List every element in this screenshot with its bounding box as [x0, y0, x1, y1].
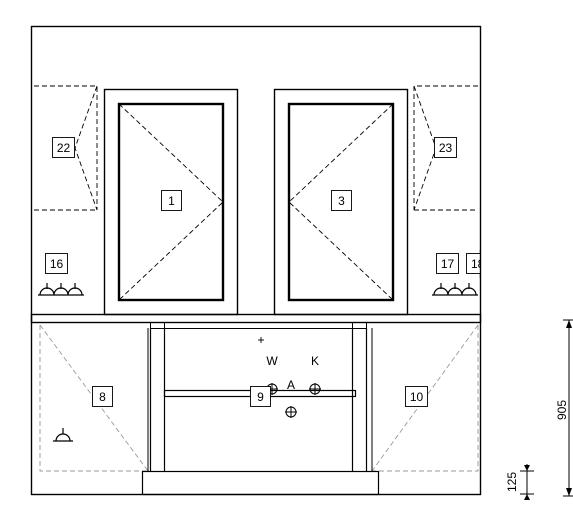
wall-outline	[30, 25, 482, 496]
label-23: 23	[439, 141, 453, 155]
dimension-counter-height	[563, 319, 573, 497]
label-16: 16	[50, 257, 64, 271]
sill-support-left	[150, 322, 165, 329]
label-10: 10	[410, 390, 424, 404]
label-k: K	[311, 354, 319, 368]
label-22: 22	[57, 141, 71, 155]
upper-cabinet-left	[34, 85, 98, 211]
label-3: 3	[338, 194, 345, 208]
dimension-plinth-height	[520, 464, 534, 500]
label-box-1	[161, 190, 182, 211]
socket-left-icon	[38, 283, 84, 296]
connection-k-icon	[309, 383, 321, 395]
sill-support-right	[352, 322, 367, 329]
label-box-23	[434, 137, 457, 158]
label-box-9	[250, 386, 271, 407]
center-cross-marker	[258, 337, 264, 343]
label-18-mask	[481, 250, 493, 278]
dimension-905: 905	[555, 400, 569, 420]
label-box-10	[405, 386, 428, 407]
label-a: A	[287, 378, 295, 392]
label-box-3	[331, 190, 352, 211]
socket-base-left-icon	[53, 428, 73, 442]
countertop	[30, 313, 482, 324]
label-box-16	[45, 253, 68, 274]
socket-right-icon	[432, 283, 478, 296]
dimension-125: 125	[505, 472, 519, 492]
label-8: 8	[99, 390, 106, 404]
label-1: 1	[168, 194, 175, 208]
label-box-17	[436, 253, 459, 274]
label-17: 17	[441, 257, 455, 271]
label-w: W	[266, 354, 278, 368]
label-box-22	[52, 137, 75, 158]
drain-a-icon	[285, 406, 297, 418]
label-9: 9	[257, 390, 264, 404]
plinth	[141, 470, 380, 496]
label-box-8	[92, 386, 113, 407]
